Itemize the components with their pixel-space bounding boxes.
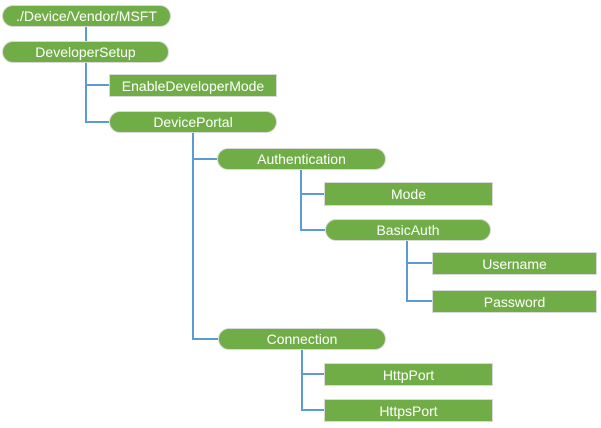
node-enable-developer-mode: EnableDeveloperMode xyxy=(109,74,277,97)
edge-authentication-trunk xyxy=(300,170,302,231)
edge-branch-authentication xyxy=(192,158,217,160)
edge-developersetup-trunk xyxy=(85,63,87,123)
node-http-port: HttpPort xyxy=(324,363,493,386)
edge-branch-mode xyxy=(300,193,324,195)
node-password: Password xyxy=(432,290,597,313)
edge-branch-enabledevelopermode xyxy=(85,84,109,86)
node-mode: Mode xyxy=(324,182,493,206)
edge-msft-developersetup xyxy=(85,27,87,41)
node-device-vendor-msft: ./Device/Vendor/MSFT xyxy=(2,5,171,27)
edge-branch-username xyxy=(406,262,432,264)
edge-connection-trunk xyxy=(301,350,303,411)
node-device-portal: DevicePortal xyxy=(109,111,277,133)
node-basic-auth: BasicAuth xyxy=(325,219,491,241)
edge-branch-deviceportal xyxy=(85,121,109,123)
node-username: Username xyxy=(432,252,597,275)
edge-deviceportal-trunk xyxy=(192,133,194,340)
edge-branch-httpsport xyxy=(301,409,324,411)
node-https-port: HttpsPort xyxy=(324,399,493,422)
node-connection: Connection xyxy=(218,328,386,350)
edge-branch-httpport xyxy=(301,373,324,375)
node-developer-setup: DeveloperSetup xyxy=(2,41,169,63)
edge-basicauth-trunk xyxy=(406,241,408,302)
edge-branch-basicauth xyxy=(300,229,325,231)
node-authentication: Authentication xyxy=(217,148,386,170)
edge-branch-connection xyxy=(192,338,218,340)
edge-branch-password xyxy=(406,300,432,302)
